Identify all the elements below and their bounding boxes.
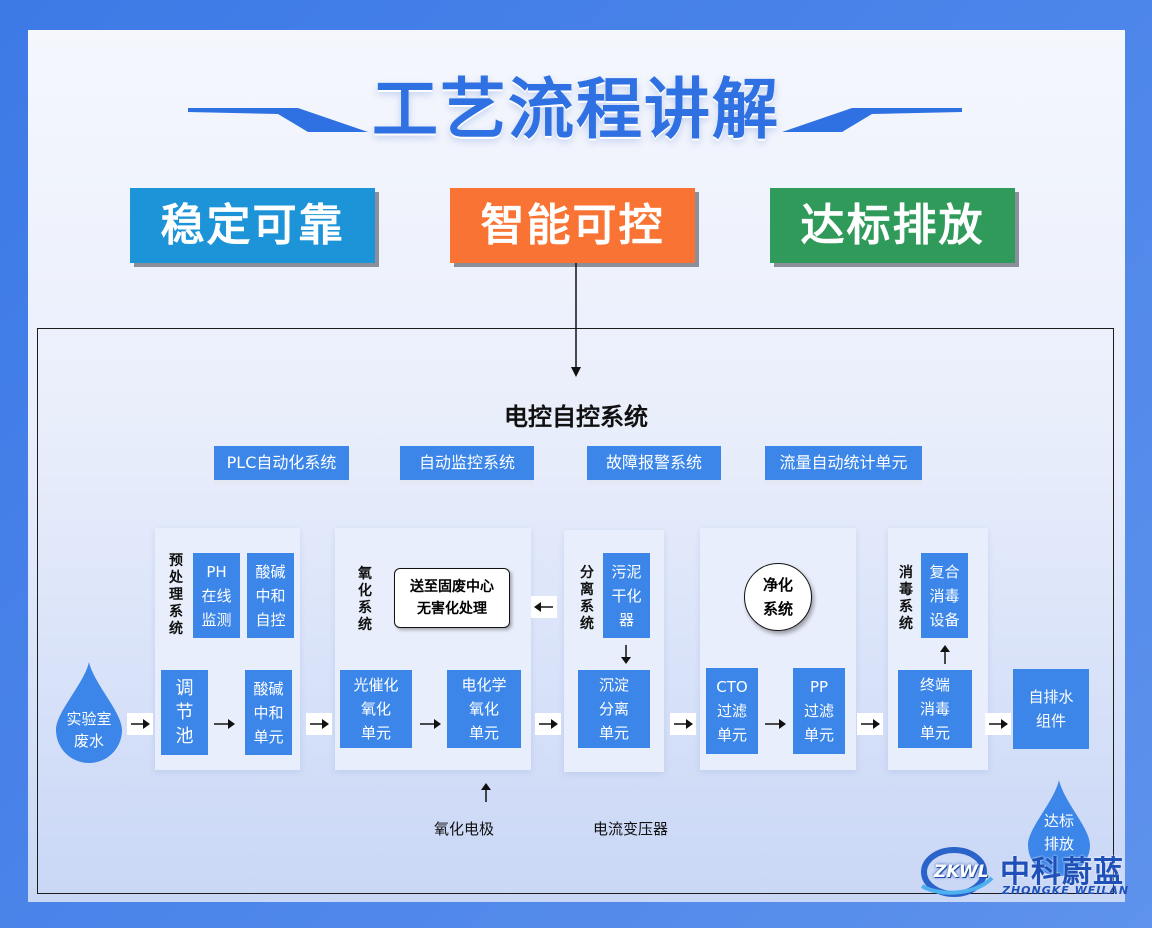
- flow-arrow-1: [127, 713, 153, 735]
- monitor-system-label: 自动监控系统: [400, 446, 534, 480]
- tag-smart-control: 智能可控: [450, 188, 695, 263]
- separation-label: 分离系统: [580, 565, 594, 632]
- inner-arrow-oxidation: [420, 719, 441, 729]
- solid-waste-note: 送至固废中心 无害化处理: [394, 568, 510, 628]
- page-title: 工艺流程讲解: [372, 71, 780, 148]
- acid-base-control-box: 酸碱 中和 自控: [247, 553, 294, 638]
- electrochemical-unit-box: 电化学 氧化 单元: [447, 670, 521, 748]
- cto-filter-box: CTO 过滤 单元: [706, 668, 758, 754]
- logo-pinyin: ZHONGKE WEILAN: [1002, 884, 1130, 897]
- process-frame: [37, 328, 1114, 894]
- down-arrow-sludge: [621, 645, 631, 664]
- current-transformer-caption: 电流变压器: [593, 820, 669, 838]
- sludge-dryer-box: 污泥 干化 器: [603, 553, 650, 638]
- acid-base-unit-box: 酸碱 中和 单元: [245, 670, 292, 755]
- oxidation-label: 氧化系统: [358, 566, 372, 633]
- disinfection-label: 消毒系统: [899, 565, 913, 632]
- pp-filter-box: PP 过滤 单元: [793, 668, 845, 754]
- terminal-disinfect-box: 终端 消毒 单元: [898, 670, 972, 748]
- sludge-return-arrow: [531, 596, 557, 618]
- zkwl-logo-icon: [920, 847, 994, 897]
- up-arrow-disinfect: [940, 645, 950, 664]
- purification-circle: 净化 系统: [744, 563, 812, 631]
- plc-system-label: PLC自动化系统: [214, 446, 349, 480]
- wastewater-drop-icon: [56, 662, 122, 763]
- flow-arrow-5: [857, 713, 883, 735]
- flow-arrow-2: [306, 713, 332, 735]
- flow-arrow-3: [535, 713, 561, 735]
- ph-monitor-box: PH 在线 监测: [193, 553, 240, 638]
- flow-arrow-6: [985, 713, 1011, 735]
- logo-badge: ZKWL: [934, 862, 989, 882]
- oxidation-electrode-caption: 氧化电极: [434, 820, 495, 838]
- logo-name: 中科蔚蓝: [1000, 855, 1124, 890]
- sedimentation-unit-box: 沉淀 分离 单元: [578, 670, 650, 748]
- left-swoosh-decoration: [188, 108, 368, 132]
- flow-stat-label: 流量自动统计单元: [765, 446, 922, 480]
- inner-arrow-pre: [214, 719, 235, 729]
- tag-compliant-discharge: 达标排放: [770, 188, 1015, 263]
- composite-disinfect-box: 复合 消毒 设备: [921, 553, 968, 638]
- tag-stable-reliable: 稳定可靠: [130, 188, 375, 263]
- drain-assembly-box: 自排水 组件: [1013, 669, 1089, 749]
- up-arrow-electrode: [481, 783, 491, 802]
- input-label: 实验室 废水: [66, 710, 112, 750]
- control-system-title: 电控自控系统: [504, 403, 648, 431]
- inner-arrow-purification: [765, 719, 786, 729]
- right-swoosh-decoration: [782, 108, 962, 132]
- regulating-pool-box: 调 节 池: [161, 670, 208, 755]
- flow-arrow-4: [670, 713, 696, 735]
- pretreatment-label: 预处理系统: [169, 553, 183, 637]
- output-label: 达标 排放: [1043, 812, 1074, 853]
- photocatalytic-unit-box: 光催化 氧化 单元: [340, 670, 412, 748]
- alarm-system-label: 故障报警系统: [587, 446, 721, 480]
- discharge-drop-icon: [1028, 780, 1090, 876]
- connector-arrow-down: [571, 263, 581, 377]
